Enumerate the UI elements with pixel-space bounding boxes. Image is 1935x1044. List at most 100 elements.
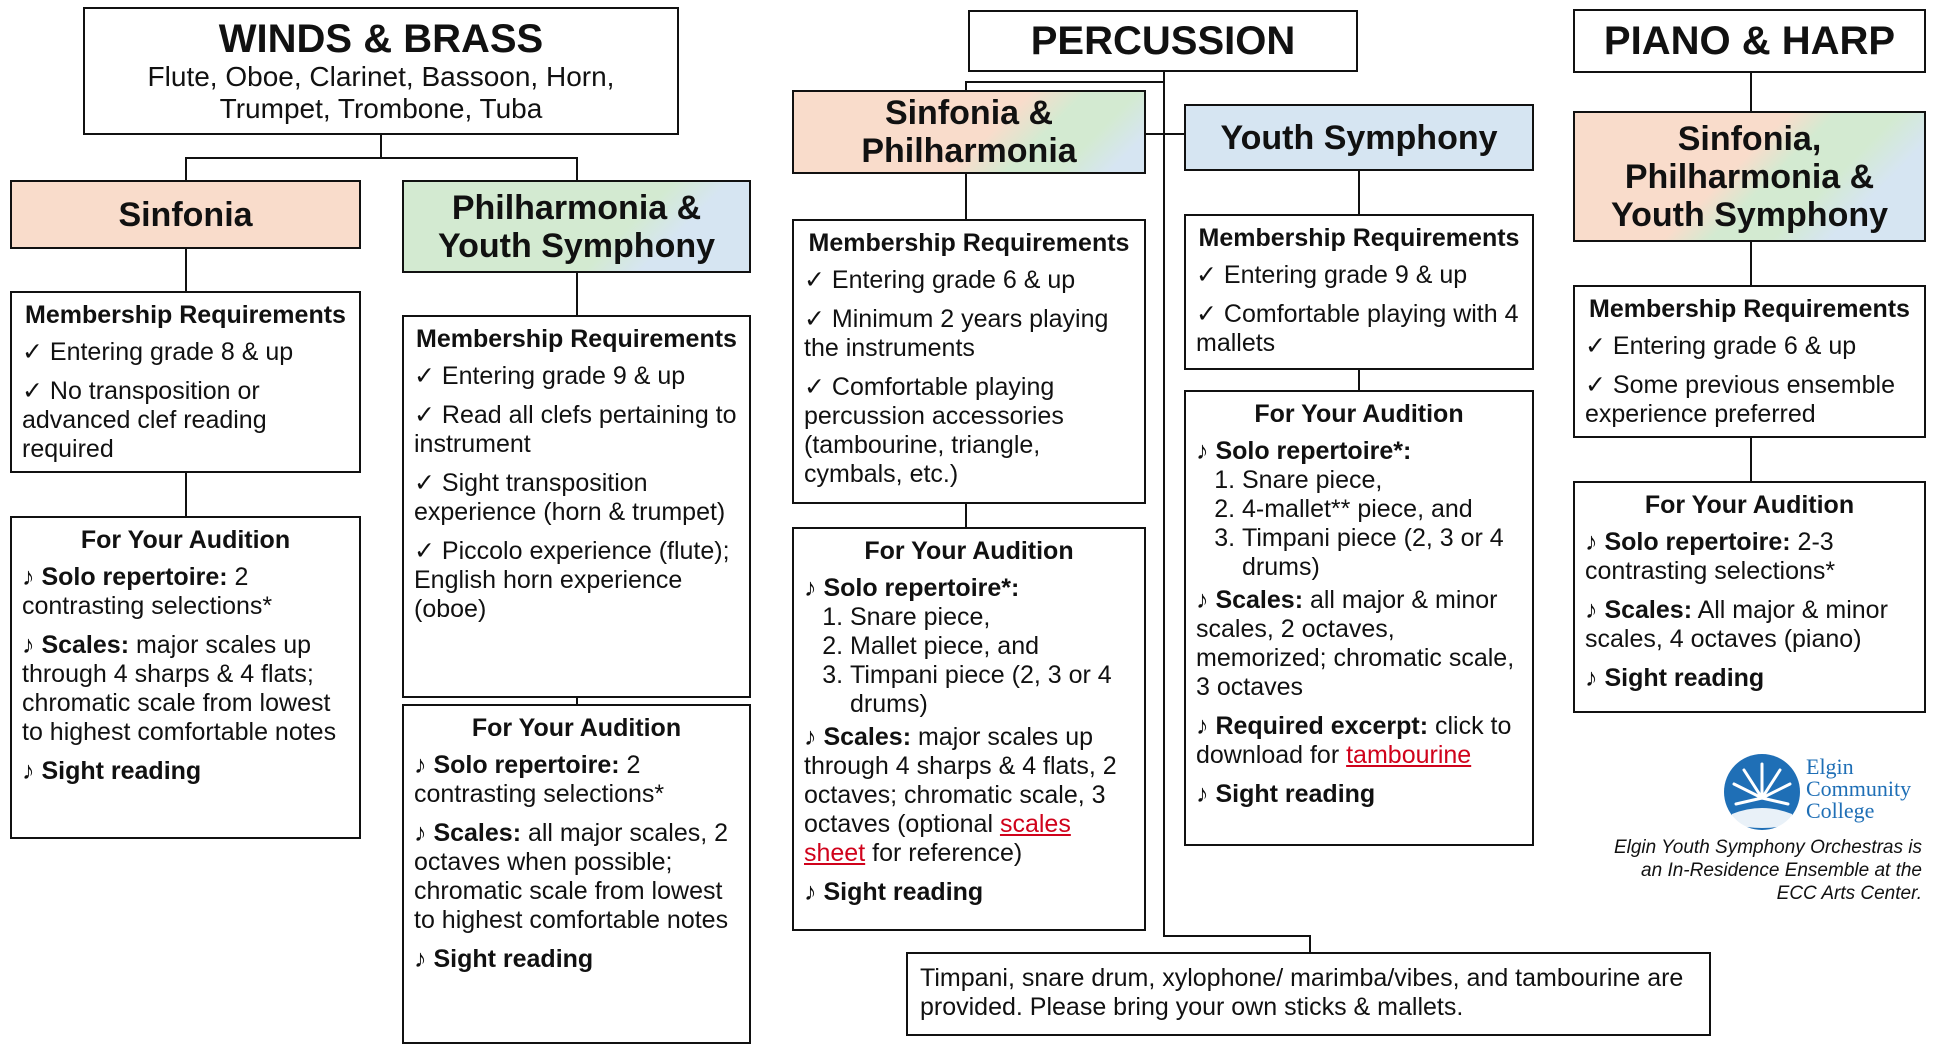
audition-title: For Your Audition <box>1644 491 1855 519</box>
audition-title: For Your Audition <box>80 526 291 554</box>
requirements-title: Membership Requirements <box>808 229 1130 257</box>
audition-item-scales: ♪ Scales: major scales up through 4 shar… <box>804 723 1117 867</box>
music-note-icon: ♪ <box>414 819 427 847</box>
connector <box>185 472 187 516</box>
music-note-icon: ♪ <box>1585 528 1598 556</box>
winds-phil-label-line2: Youth Symphony <box>437 226 716 265</box>
residence-caption: Elgin Youth Symphony Orchestras is an In… <box>1613 837 1922 904</box>
audition-title: For Your Audition <box>1254 400 1464 428</box>
check-icon: ✓ <box>1585 332 1606 360</box>
audition-item-solo: ♪ Solo repertoire: 2 contrasting selecti… <box>22 563 273 620</box>
perc-youth-label: Youth Symphony <box>1220 118 1498 157</box>
requirement-item: ✓ Piccolo experience (flute); English ho… <box>414 537 730 623</box>
requirement-item: ✓ Entering grade 6 & up <box>804 266 1076 294</box>
requirements-title: Membership Requirements <box>1589 295 1910 323</box>
percussion-sinfonia-audition: For Your Audition ♪ Solo repertoire*: Sn… <box>792 527 1146 931</box>
audition-item-sight: ♪ Sight reading <box>1585 664 1765 692</box>
music-note-icon: ♪ <box>1196 437 1209 465</box>
requirement-item: ✓ Comfortable playing with 4 mallets <box>1196 300 1519 357</box>
equipment-note-text: Timpani, snare drum, xylophone/ marimba/… <box>920 964 1684 1021</box>
piano-ensemble: Sinfonia, Philharmonia & Youth Symphony <box>1573 111 1926 242</box>
check-icon: ✓ <box>22 377 43 405</box>
winds-sinfonia-label: Sinfonia <box>118 195 253 234</box>
music-note-icon: ♪ <box>804 878 817 906</box>
connector <box>185 157 187 181</box>
tambourine-link[interactable]: tambourine <box>1346 741 1472 769</box>
connector <box>1358 369 1360 391</box>
music-note-icon: ♪ <box>22 631 35 659</box>
audition-item-sight: ♪ Sight reading <box>1196 780 1376 808</box>
winds-sinfonia-audition: For Your Audition ♪ Solo repertoire: 2 c… <box>10 516 361 839</box>
piano-requirements: Membership Requirements ✓ Entering grade… <box>1573 285 1926 438</box>
requirements-title: Membership Requirements <box>1198 224 1520 252</box>
requirement-item: ✓ Entering grade 9 & up <box>414 362 686 390</box>
solo-list-item: Snare piece, <box>1242 466 1522 495</box>
audition-title: For Your Audition <box>864 537 1074 565</box>
music-note-icon: ♪ <box>1196 780 1209 808</box>
check-icon: ✓ <box>414 537 435 565</box>
winds-philharmonia-requirements: Membership Requirements ✓ Entering grade… <box>402 315 751 698</box>
requirement-item: ✓ Entering grade 9 & up <box>1196 261 1468 289</box>
solo-list: Snare piece, Mallet piece, and Timpani p… <box>804 603 1134 719</box>
connector <box>965 503 967 528</box>
percussion-youth-audition: For Your Audition ♪ Solo repertoire*: Sn… <box>1184 390 1534 846</box>
music-note-icon: ♪ <box>1585 596 1598 624</box>
audition-item-scales: ♪ Scales: all major scales, 2 octaves wh… <box>414 819 729 934</box>
ecc-logo-icon <box>1722 752 1802 832</box>
music-note-icon: ♪ <box>1196 712 1209 740</box>
music-note-icon: ♪ <box>22 563 35 591</box>
winds-philharmonia-ensemble: Philharmonia & Youth Symphony <box>402 180 751 273</box>
connector <box>576 272 578 316</box>
piano-harp-title: PIANO & HARP <box>1603 19 1896 63</box>
logo-line3: College <box>1806 798 1875 823</box>
requirements-title: Membership Requirements <box>416 325 737 353</box>
check-icon: ✓ <box>804 266 825 294</box>
requirement-item: ✓ Entering grade 8 & up <box>22 338 294 366</box>
solo-list-item: Timpani piece (2, 3 or 4 drums) <box>1242 524 1522 582</box>
scales-sheet-link[interactable]: scales sheet <box>804 810 1071 867</box>
connector <box>965 173 967 220</box>
requirement-item: ✓ Entering grade 6 & up <box>1585 332 1857 360</box>
connector <box>1163 935 1310 937</box>
music-note-icon: ♪ <box>414 751 427 779</box>
music-note-icon: ♪ <box>22 757 35 785</box>
percussion-youth-requirements: Membership Requirements ✓ Entering grade… <box>1184 214 1534 370</box>
check-icon: ✓ <box>414 362 435 390</box>
piano-label-line1: Sinfonia, <box>1677 119 1822 158</box>
winds-brass-header: WINDS & BRASS Flute, Oboe, Clarinet, Bas… <box>83 7 679 135</box>
audition-item-solo: ♪ Solo repertoire*: Snare piece, 4-malle… <box>1196 437 1522 582</box>
percussion-title: PERCUSSION <box>1030 19 1296 63</box>
connector <box>965 81 967 91</box>
percussion-sinfonia-requirements: Membership Requirements ✓ Entering grade… <box>792 219 1146 504</box>
winds-philharmonia-audition: For Your Audition ♪ Solo repertoire: 2 c… <box>402 704 751 1044</box>
connector <box>1750 72 1752 112</box>
requirements-title: Membership Requirements <box>25 301 346 329</box>
music-note-icon: ♪ <box>804 723 817 751</box>
logo-line2: Community <box>1806 776 1912 801</box>
solo-list-item: Snare piece, <box>850 603 1134 632</box>
requirement-item: ✓ Sight transposition experience (horn &… <box>414 469 726 526</box>
perc-sinfonia-label-line2: Philharmonia <box>861 132 1077 170</box>
piano-label-line2: Philharmonia & <box>1624 157 1875 196</box>
check-icon: ✓ <box>1585 371 1606 399</box>
connector <box>576 157 578 181</box>
audition-item-solo: ♪ Solo repertoire*: Snare piece, Mallet … <box>804 574 1134 719</box>
music-note-icon: ♪ <box>804 574 817 602</box>
winds-phil-label-line1: Philharmonia & <box>451 188 702 227</box>
percussion-header: PERCUSSION <box>968 10 1358 72</box>
winds-sinfonia-requirements: Membership Requirements ✓ Entering grade… <box>10 291 361 473</box>
perc-sinfonia-label-line1: Sinfonia & <box>884 94 1054 132</box>
connector <box>380 134 382 158</box>
connector <box>185 248 187 292</box>
audition-item-sight: ♪ Sight reading <box>414 945 594 973</box>
requirement-item: ✓ Some previous ensemble experience pref… <box>1585 371 1895 428</box>
requirement-item: ✓ Comfortable playing percussion accesso… <box>804 373 1064 488</box>
check-icon: ✓ <box>414 401 435 429</box>
audition-item-scales: ♪ Scales: all major & minor scales, 2 oc… <box>1196 586 1515 701</box>
requirement-item: ✓ Read all clefs pertaining to instrumen… <box>414 401 737 458</box>
check-icon: ✓ <box>414 469 435 497</box>
winds-instruments-line2: Trumpet, Trombone, Tuba <box>219 93 543 124</box>
requirement-item: ✓ Minimum 2 years playing the instrument… <box>804 305 1109 362</box>
audition-item-excerpt: ♪ Required excerpt: click to download fo… <box>1196 712 1512 769</box>
connector <box>1750 241 1752 286</box>
